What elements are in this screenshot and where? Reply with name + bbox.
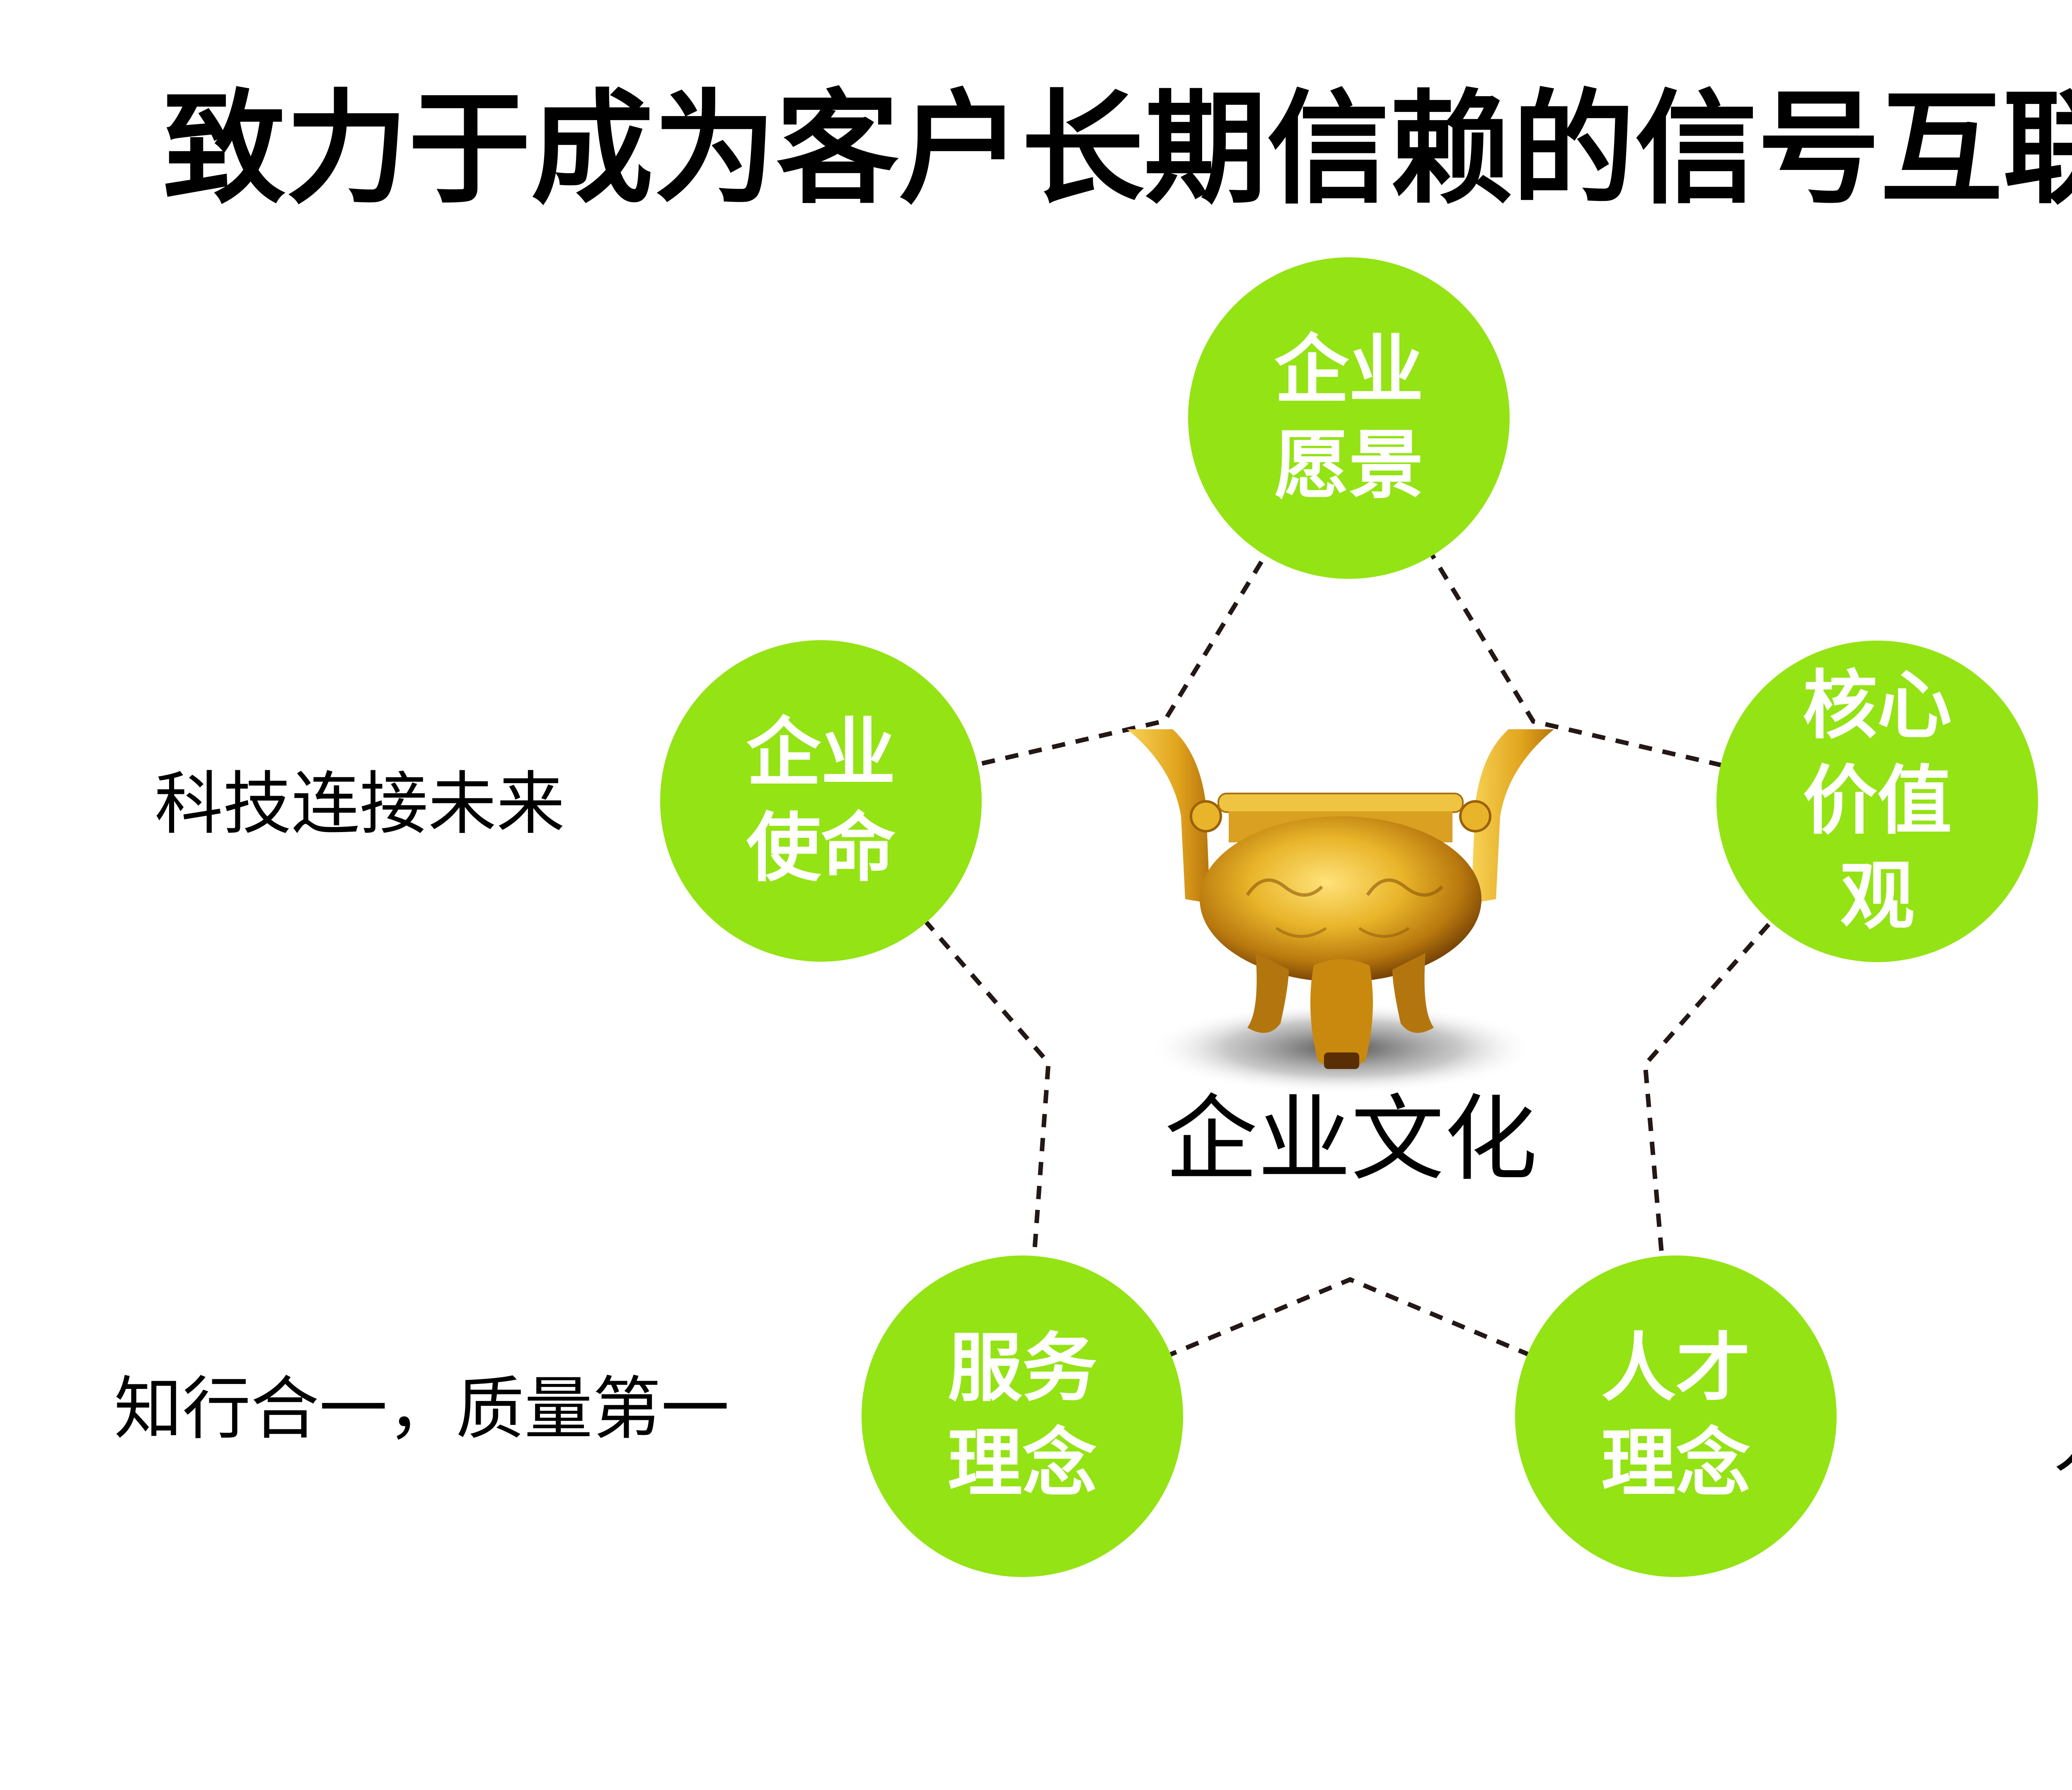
node-vision-line1: 企业 bbox=[1274, 327, 1423, 414]
node-core-values: 核心 价值 观 bbox=[1716, 641, 2038, 962]
node-service-line1: 服务 bbox=[947, 1325, 1097, 1412]
node-vision-line2: 愿景 bbox=[1274, 422, 1423, 509]
talent-description: 人才是第一资源，人人是人才 bbox=[2053, 1401, 2072, 1483]
node-service-philosophy: 服务 理念 bbox=[862, 1255, 1183, 1577]
mission-description: 科技连接未来 bbox=[155, 764, 565, 844]
center-label: 企业文化 bbox=[1164, 1085, 1537, 1194]
node-values-line1: 核心 bbox=[1802, 663, 1952, 749]
node-values-line2: 价值 bbox=[1802, 758, 1952, 844]
node-mission: 企业 使命 bbox=[660, 640, 982, 962]
node-talent-line1: 人才 bbox=[1601, 1325, 1750, 1412]
service-description: 知行合一，质量第一 bbox=[114, 1369, 729, 1449]
golden-urn-icon bbox=[1127, 729, 1554, 1094]
node-mission-line2: 使命 bbox=[746, 805, 896, 892]
node-values-line3: 观 bbox=[1840, 853, 1915, 940]
page-title: 致力于成为客户长期信赖的信号互联合作伙伴 bbox=[163, 77, 2072, 220]
node-talent-philosophy: 人才 理念 bbox=[1515, 1255, 1837, 1577]
node-vision: 企业 愿景 bbox=[1188, 257, 1510, 579]
node-service-line2: 理念 bbox=[947, 1420, 1097, 1507]
node-mission-line1: 企业 bbox=[746, 710, 896, 796]
node-talent-line2: 理念 bbox=[1601, 1420, 1750, 1507]
